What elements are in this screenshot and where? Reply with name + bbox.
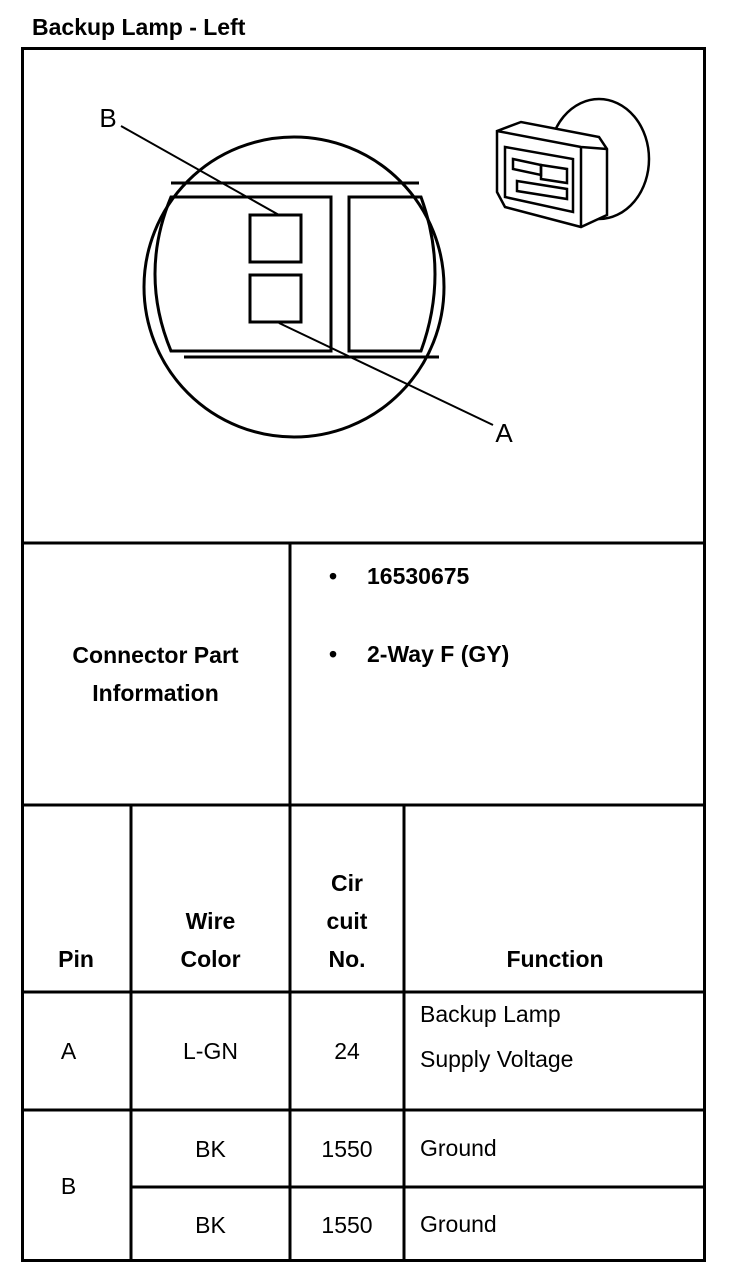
row-b2-wire: BK <box>195 1211 226 1238</box>
connector-type: •2-Way F (GY) <box>329 641 510 667</box>
connector-table: B A Connector Part Information •16530675… <box>21 47 706 1262</box>
header-circuit-line2: cuit <box>326 908 368 934</box>
row-a-wire: L-GN <box>183 1038 238 1064</box>
connector-part-number: •16530675 <box>329 563 470 589</box>
row-b1-circuit: 1550 <box>321 1135 373 1162</box>
header-circuit: Cir cuit No. <box>290 805 404 992</box>
header-wire-line1: Wire <box>185 908 236 934</box>
leader-line-b <box>120 125 280 216</box>
header-function: Function <box>506 946 604 972</box>
header-wire-line2: Color <box>180 946 241 972</box>
row-b2-circuit: 1550 <box>321 1211 373 1238</box>
row-b2-function: Ground <box>420 1211 497 1237</box>
header-circuit-line3: No. <box>328 946 366 972</box>
row-b-pin: B <box>60 1173 77 1199</box>
connector-face-diagram <box>120 125 494 439</box>
header-circuit-line1: Cir <box>331 870 363 896</box>
row-a-pin: A <box>60 1038 77 1064</box>
part-number-text: 16530675 <box>367 563 470 589</box>
connector-info-label-line2: Information <box>92 680 219 706</box>
row-a-function-line1: Backup Lamp <box>420 1001 561 1027</box>
connector-type-text: 2-Way F (GY) <box>367 641 510 667</box>
connector-info-label-line1: Connector Part <box>72 642 239 668</box>
row-b1-function: Ground <box>420 1135 497 1161</box>
connector-info-label: Connector Part Information <box>21 543 290 805</box>
header-pin: Pin <box>58 946 94 972</box>
pin-b-cavity <box>248 213 303 264</box>
page-title: Backup Lamp - Left <box>32 14 246 40</box>
table-grid <box>21 47 706 1262</box>
diagram-label-a: A <box>495 418 513 448</box>
leader-line-a <box>278 322 494 426</box>
row-b1-wire: BK <box>195 1135 226 1162</box>
header-wire-color: Wire Color <box>131 805 290 992</box>
connector-body-icon <box>495 97 651 229</box>
row-a-function-line2: Supply Voltage <box>420 1046 574 1072</box>
row-a-function: Backup Lamp Supply Voltage <box>404 992 706 1110</box>
diagram-label-b: B <box>99 103 117 133</box>
pin-a-cavity <box>248 273 303 324</box>
row-a-circuit: 24 <box>334 1038 360 1064</box>
